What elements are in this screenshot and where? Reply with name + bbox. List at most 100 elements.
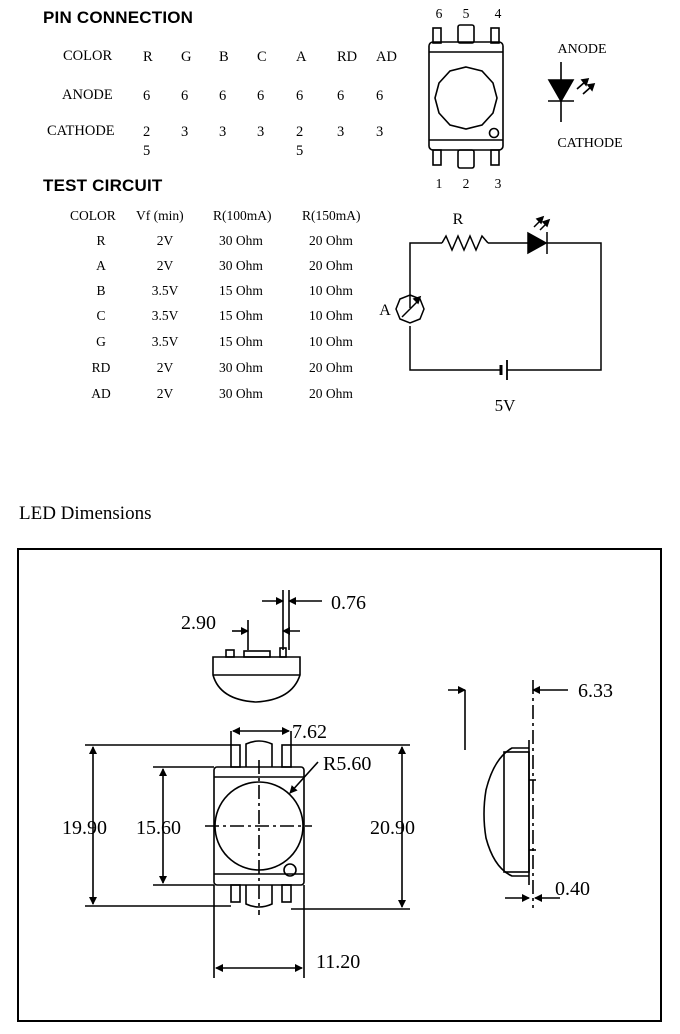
pin-cell: A [296, 49, 307, 65]
pin-cell: 3 [181, 124, 189, 140]
pin-4 [490, 27, 500, 44]
diode-triangle-icon [547, 79, 575, 103]
dimension-drawing: 0.76 2.90 7.62 R5.60 19.90 15.60 20.90 1… [62, 590, 613, 978]
pin-cell: 3 [257, 124, 265, 140]
front-view-orientation-mark [283, 863, 297, 877]
bottom-pin-label: 3 [495, 176, 502, 191]
test-circuit-schematic: R A 5V [379, 211, 602, 415]
test-header-cell: Vf (min) [136, 208, 184, 223]
dim-lead-offset: 2.90 [181, 612, 216, 634]
bottom-pin-label: 2 [463, 176, 470, 191]
test-cell: 2V [156, 360, 174, 375]
pin-cell: 6 [219, 88, 227, 104]
test-header-cell: R(100mA) [213, 208, 272, 223]
cathode-label: CATHODE [557, 136, 622, 151]
test-cell: C [96, 308, 106, 323]
top-view-lens [212, 656, 301, 703]
test-cell: 20 Ohm [309, 386, 353, 401]
ammeter-label: A [379, 302, 391, 319]
test-cell: 20 Ohm [309, 258, 353, 273]
dim-body-width: 11.20 [316, 951, 360, 973]
pin-2 [457, 149, 475, 169]
top-pin-label: 6 [436, 6, 443, 21]
test-cell: 20 Ohm [309, 360, 353, 375]
pin-cell: 6 [143, 88, 151, 104]
dim-lead-width: 0.76 [331, 592, 366, 614]
pin-cell: 2 5 [296, 124, 304, 159]
pin-cell: 6 [257, 88, 265, 104]
test-cell: 2V [156, 233, 174, 248]
pin-5 [457, 24, 475, 44]
test-cell: 15 Ohm [219, 334, 263, 349]
test-cell: 10 Ohm [309, 308, 353, 323]
side-view-lens [483, 747, 529, 877]
pin-row-label: CATHODE [47, 123, 115, 139]
dim-lead-pitch: 7.62 [292, 721, 327, 743]
pin-row-label: COLOR [63, 48, 113, 64]
test-cell: 3.5V [151, 308, 179, 323]
pin-cell: RD [337, 49, 358, 65]
test-cell: 30 Ohm [219, 258, 263, 273]
test-cell: RD [91, 360, 111, 375]
test-cell: 20 Ohm [309, 233, 353, 248]
test-header-cell: R(150mA) [302, 208, 361, 223]
light-arrow-icon [580, 77, 590, 87]
top-pin-label: 4 [495, 6, 502, 21]
pin-cell: 6 [296, 88, 304, 104]
top-pin-label: 5 [463, 6, 470, 21]
dim-lead-thickness: 0.40 [555, 878, 590, 900]
package-body [428, 41, 504, 151]
pin-cell: G [181, 49, 192, 65]
dim-overall-height: 20.90 [370, 817, 415, 839]
ammeter-icon [395, 294, 425, 324]
pin-cell: B [219, 49, 229, 65]
light-arrow-icon [586, 82, 596, 92]
test-cell: 15 Ohm [219, 308, 263, 323]
test-cell: 2V [156, 386, 174, 401]
pin-cell: 2 5 [143, 124, 151, 159]
source-label: 5V [495, 396, 517, 415]
orientation-mark [488, 127, 500, 139]
test-header-cell: COLOR [70, 208, 116, 223]
resistor-icon [441, 234, 489, 252]
dim-lens-radius: R5.60 [323, 753, 371, 775]
pin-cell: AD [376, 49, 397, 65]
test-cell: 3.5V [151, 283, 179, 298]
dim-depth: 6.33 [578, 680, 613, 702]
test-cell: G [96, 334, 106, 349]
test-cell: 30 Ohm [219, 233, 263, 248]
test-cell: 30 Ohm [219, 386, 263, 401]
pin-cell: 6 [181, 88, 189, 104]
test-cell: 3.5V [151, 334, 179, 349]
test-cell: 2V [156, 258, 174, 273]
pin-connection-heading: PIN CONNECTION [43, 8, 194, 27]
test-cell: 15 Ohm [219, 283, 263, 298]
pin-row-label: ANODE [62, 87, 113, 103]
pin-cell: 3 [219, 124, 227, 140]
anode-label: ANODE [558, 42, 607, 57]
test-cell: R [96, 233, 106, 248]
dim-body-height: 15.60 [136, 817, 181, 839]
pin-package-diagram: 6 5 4 1 2 3 [428, 6, 504, 191]
led-symbol: ANODE CATHODE [547, 42, 623, 151]
resistor-label: R [453, 211, 464, 228]
test-cell: 10 Ohm [309, 334, 353, 349]
dimensions-frame [17, 548, 662, 1022]
test-cell: 30 Ohm [219, 360, 263, 375]
pin-cell: 3 [337, 124, 345, 140]
pin-1 [432, 149, 442, 166]
lens-outline [434, 66, 498, 130]
pin-cell: C [257, 49, 267, 65]
pin-cell: 6 [376, 88, 384, 104]
pin-cell: R [143, 49, 153, 65]
test-cell: B [96, 283, 106, 298]
test-circuit-heading: TEST CIRCUIT [43, 176, 163, 195]
test-cell: A [96, 258, 106, 273]
pin-3 [490, 149, 500, 166]
bottom-pin-label: 1 [436, 176, 443, 191]
dim-outer-height: 19.90 [62, 817, 107, 839]
pin-cell: 3 [376, 124, 384, 140]
test-cell: AD [91, 386, 111, 401]
diode-icon [527, 231, 548, 255]
